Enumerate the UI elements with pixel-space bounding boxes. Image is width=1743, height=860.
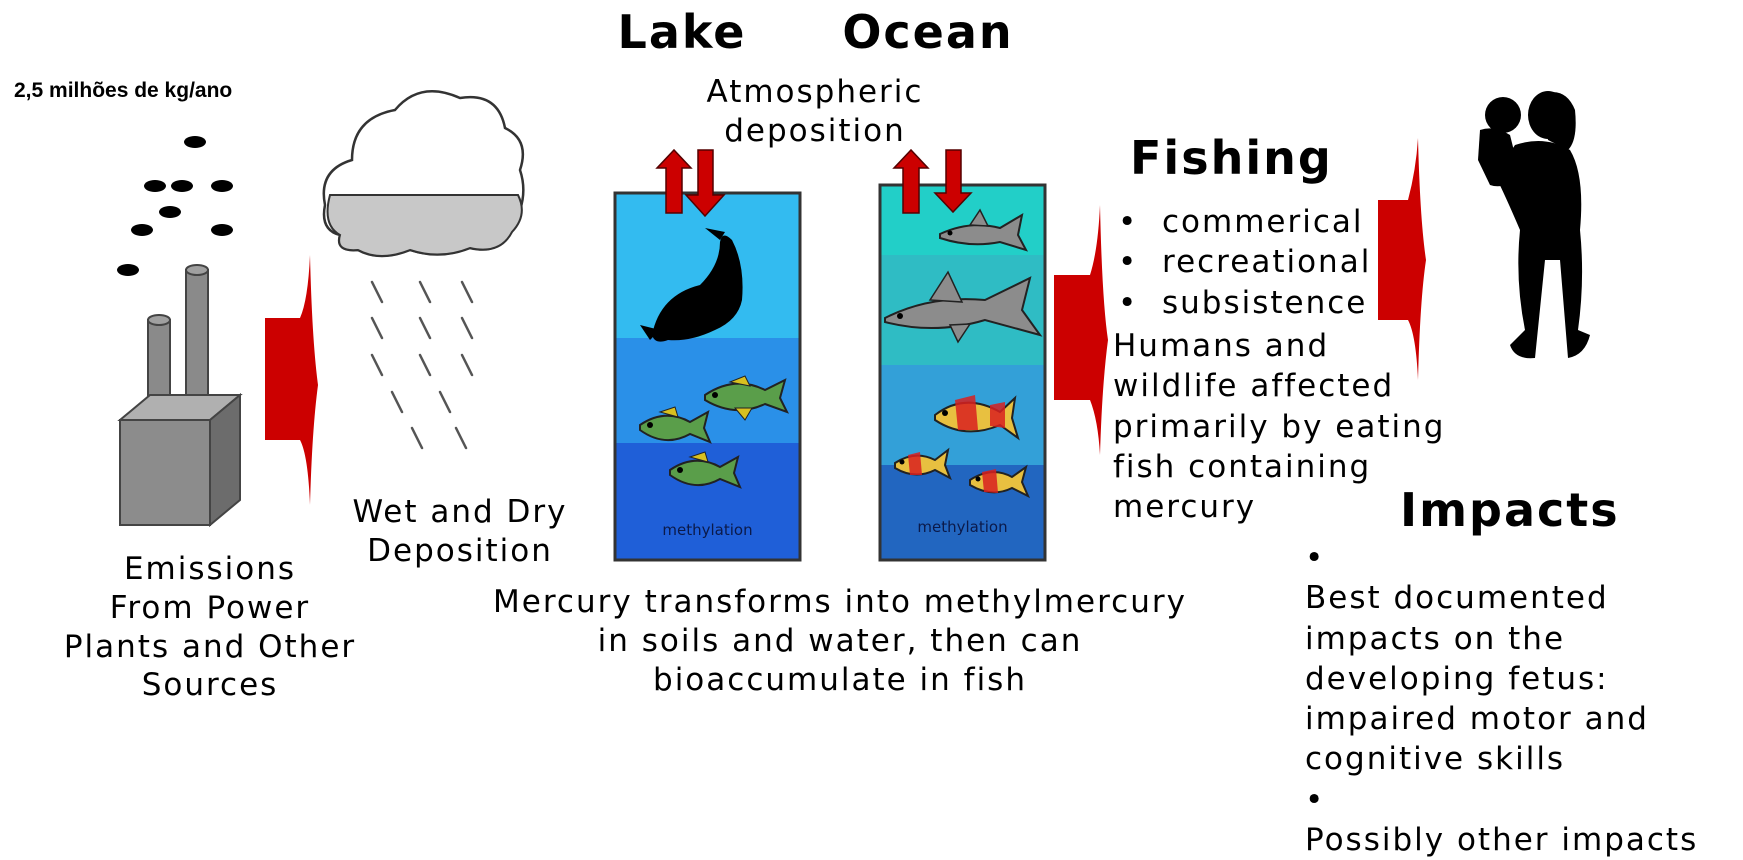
emission-particles xyxy=(117,136,233,276)
rain-icon xyxy=(372,282,472,448)
impacts-line-6-text: Possibly other impacts xyxy=(1305,820,1698,860)
impacts-line-4: impaired motor and xyxy=(1305,699,1698,739)
bullet-icon: • xyxy=(1118,285,1162,321)
deposition-line-2: Deposition xyxy=(330,532,590,571)
ocean-heading: Ocean xyxy=(838,4,1018,62)
impacts-line-5: cognitive skills xyxy=(1305,739,1698,779)
impacts-line-3: developing fetus: xyxy=(1305,659,1698,699)
fishing-bullets: • commerical • recreational • subsistenc… xyxy=(1118,202,1371,323)
fishing-body-line-5: mercury xyxy=(1113,487,1445,527)
lake-methylation-label: methylation xyxy=(615,521,800,540)
transform-line-2: in soils and water, then can xyxy=(475,622,1205,661)
atmospheric-line-1: Atmospheric xyxy=(660,73,970,112)
transform-caption: Mercury transforms into methylmercury in… xyxy=(475,583,1205,699)
fishing-body-line-3: primarily by eating xyxy=(1113,407,1445,447)
atmospheric-line-2: deposition xyxy=(660,112,970,151)
deposition-caption: Wet and Dry Deposition xyxy=(330,493,590,571)
fishing-body: Humans and wildlife affected primarily b… xyxy=(1113,326,1445,527)
emission-rate-label: 2,5 milhões de kg/ano xyxy=(14,78,232,104)
bullet-icon: • xyxy=(1305,538,1698,578)
emissions-line-2: From Power xyxy=(45,589,375,628)
cloud-icon xyxy=(324,91,524,256)
fishing-body-line-2: wildlife affected xyxy=(1113,366,1445,406)
impacts-line-6: • Possibly other impacts xyxy=(1305,780,1698,860)
emissions-line-4: Sources xyxy=(45,666,375,705)
flow-arrow-2 xyxy=(1054,205,1108,455)
atmospheric-deposition-label: Atmospheric deposition xyxy=(660,73,970,151)
fishing-bullet-3: • subsistence xyxy=(1118,283,1371,323)
fishing-body-line-1: Humans and xyxy=(1113,326,1445,366)
emissions-line-1: Emissions xyxy=(45,550,375,589)
bullet-icon: • xyxy=(1305,780,1698,820)
deposition-line-1: Wet and Dry xyxy=(330,493,590,532)
factory-icon xyxy=(120,265,240,525)
fishing-bullet-text: commerical xyxy=(1162,204,1364,240)
impacts-line-1-text: Best documented xyxy=(1305,578,1698,618)
impacts-body: • Best documented impacts on the develop… xyxy=(1305,538,1698,860)
impacts-line-2: impacts on the xyxy=(1305,619,1698,659)
bullet-icon: • xyxy=(1118,244,1162,280)
mother-and-child-icon xyxy=(1478,91,1590,358)
impacts-heading: Impacts xyxy=(1400,482,1620,540)
transform-line-3: bioaccumulate in fish xyxy=(475,661,1205,700)
bullet-icon: • xyxy=(1118,204,1162,240)
emissions-caption: Emissions From Power Plants and Other So… xyxy=(45,550,375,705)
lake-tank xyxy=(615,193,800,560)
ocean-methylation-label: methylation xyxy=(880,518,1045,537)
impacts-line-1: • Best documented xyxy=(1305,538,1698,619)
fishing-bullet-2: • recreational xyxy=(1118,242,1371,282)
transform-line-1: Mercury transforms into methylmercury xyxy=(475,583,1205,622)
emissions-line-3: Plants and Other xyxy=(45,628,375,667)
fishing-bullet-1: • commerical xyxy=(1118,202,1371,242)
mercury-cycle-diagram: Lake Ocean Atmospheric deposition 2,5 mi… xyxy=(0,0,1743,785)
lake-heading: Lake xyxy=(612,4,752,62)
fishing-heading: Fishing xyxy=(1130,130,1333,188)
fishing-bullet-text: recreational xyxy=(1162,244,1371,280)
fishing-bullet-text: subsistence xyxy=(1162,285,1367,321)
flow-arrow-1 xyxy=(265,255,318,505)
fishing-body-line-4: fish containing xyxy=(1113,447,1445,487)
